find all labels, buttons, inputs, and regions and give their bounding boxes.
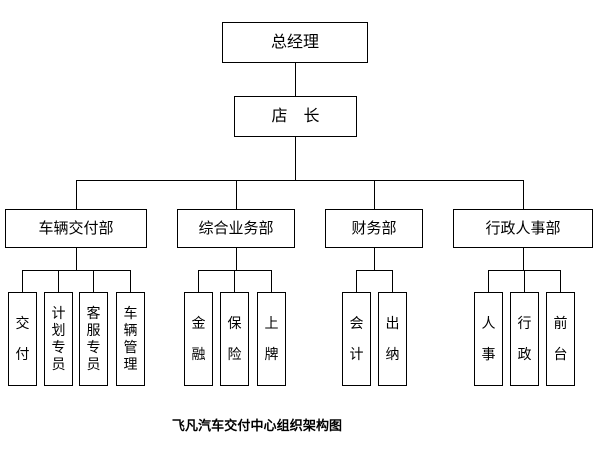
connector-line bbox=[236, 180, 237, 209]
connector-line bbox=[356, 270, 393, 271]
node-unit-planning-specialist: 计划专员 bbox=[44, 292, 73, 386]
connector-line bbox=[58, 270, 59, 292]
connector-line bbox=[524, 270, 525, 292]
node-unit-registration: 上牌 bbox=[257, 292, 286, 386]
node-unit-delivery: 交付 bbox=[8, 292, 37, 386]
node-unit-front-desk: 前台 bbox=[546, 292, 575, 386]
node-unit-insurance: 保险 bbox=[220, 292, 249, 386]
connector-line bbox=[523, 248, 524, 270]
connector-line bbox=[374, 248, 375, 270]
connector-line bbox=[295, 63, 296, 96]
node-dept-vehicle-delivery: 车辆交付部 bbox=[5, 209, 147, 248]
chart-caption: 飞凡汽车交付中心组织架构图 bbox=[171, 418, 343, 433]
connector-line bbox=[198, 270, 272, 271]
node-store-manager: 店 长 bbox=[234, 96, 357, 137]
node-unit-hr: 人事 bbox=[474, 292, 503, 386]
connector-line bbox=[560, 270, 561, 292]
connector-line bbox=[295, 137, 296, 180]
node-unit-vehicle-management: 车辆管理 bbox=[116, 292, 145, 386]
node-unit-admin: 行政 bbox=[510, 292, 539, 386]
connector-line bbox=[93, 270, 94, 292]
node-unit-accounting: 会计 bbox=[342, 292, 371, 386]
node-dept-admin-hr: 行政人事部 bbox=[453, 209, 593, 248]
node-unit-cashier: 出纳 bbox=[378, 292, 407, 386]
connector-line bbox=[488, 270, 489, 292]
node-dept-finance: 财务部 bbox=[325, 209, 423, 248]
connector-line bbox=[22, 270, 23, 292]
node-dept-general-business: 综合业务部 bbox=[177, 209, 295, 248]
node-unit-finance-loans: 金融 bbox=[184, 292, 213, 386]
connector-line bbox=[374, 180, 375, 209]
connector-line bbox=[392, 270, 393, 292]
connector-line bbox=[271, 270, 272, 292]
connector-line bbox=[523, 180, 524, 209]
connector-line bbox=[198, 270, 199, 292]
connector-line bbox=[22, 270, 131, 271]
node-unit-service-specialist: 客服专员 bbox=[79, 292, 108, 386]
connector-line bbox=[76, 180, 524, 181]
connector-line bbox=[76, 248, 77, 270]
connector-line bbox=[356, 270, 357, 292]
node-general-manager: 总经理 bbox=[222, 22, 368, 63]
connector-line bbox=[130, 270, 131, 292]
connector-line bbox=[234, 270, 235, 292]
connector-line bbox=[76, 180, 77, 209]
connector-line bbox=[236, 248, 237, 270]
